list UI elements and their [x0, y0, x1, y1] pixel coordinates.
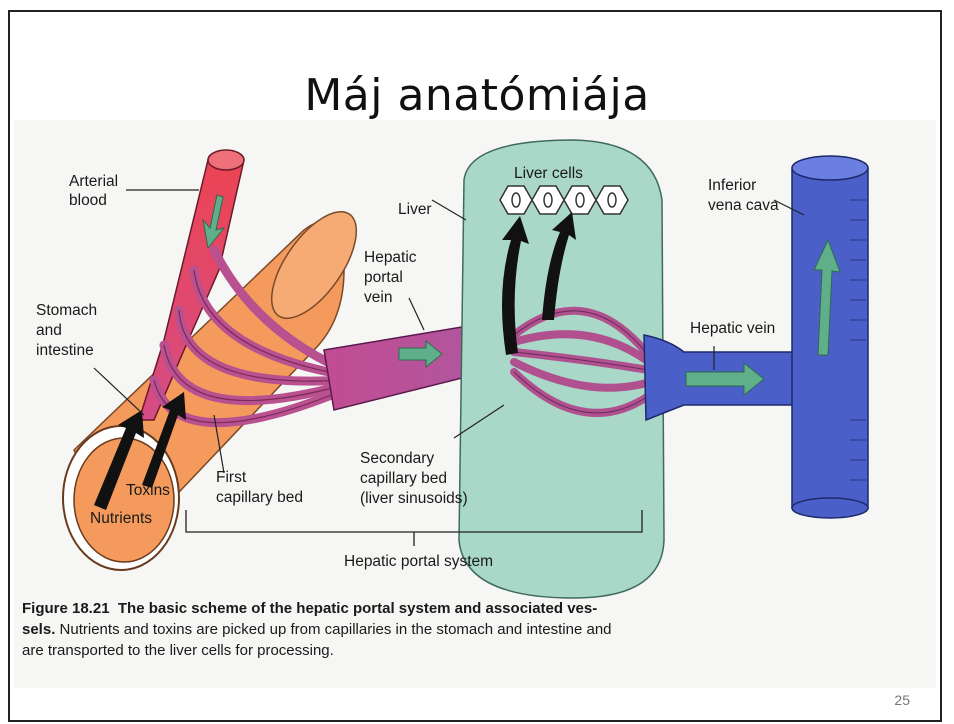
- caption-bold-text: The basic scheme of the hepatic portal s…: [118, 600, 597, 617]
- hepatic-vein: [644, 335, 814, 420]
- slide-title: Máj anatómiája: [0, 70, 954, 121]
- label-arterial-blood-1: Arterial: [69, 173, 118, 190]
- caption-line-2: sels. Nutrients and toxins are picked up…: [22, 619, 622, 640]
- label-hepatic-portal-vein-3: vein: [364, 289, 392, 306]
- label-secondary-capillary-1: Secondary: [360, 450, 434, 467]
- label-hepatic-portal-vein-1: Hepatic: [364, 249, 417, 266]
- label-toxins: Toxins: [126, 482, 170, 499]
- page-number: 25: [894, 692, 910, 708]
- label-secondary-capillary-3: (liver sinusoids): [360, 490, 468, 507]
- caption-line-1: Figure 18.21 The basic scheme of the hep…: [22, 598, 622, 619]
- label-inferior-vena-cava-2: vena cava: [708, 197, 779, 214]
- label-secondary-capillary-2: capillary bed: [360, 470, 447, 487]
- label-liver: Liver: [398, 201, 432, 218]
- label-liver-cells: Liver cells: [514, 165, 583, 182]
- figure-caption: Figure 18.21 The basic scheme of the hep…: [22, 598, 622, 661]
- label-stomach: Stomach: [36, 302, 97, 319]
- label-arterial-blood-2: blood: [69, 192, 107, 209]
- inferior-vena-cava: [792, 156, 868, 518]
- label-inferior-vena-cava-1: Inferior: [708, 177, 756, 194]
- label-first-capillary-2: capillary bed: [216, 489, 303, 506]
- caption-line-3: are transported to the liver cells for p…: [22, 640, 622, 661]
- caption-bold-text-2: sels.: [22, 621, 55, 638]
- caption-figure-number: Figure 18.21: [22, 600, 110, 617]
- label-and: and: [36, 322, 62, 339]
- label-intestine: intestine: [36, 342, 94, 359]
- caption-body-2: are transported to the liver cells for p…: [22, 642, 334, 659]
- label-hepatic-vein: Hepatic vein: [690, 320, 775, 337]
- label-hepatic-portal-system: Hepatic portal system: [344, 553, 493, 570]
- label-hepatic-portal-vein-2: portal: [364, 269, 403, 286]
- caption-body-1: Nutrients and toxins are picked up from …: [55, 621, 611, 638]
- label-first-capillary-1: First: [216, 469, 247, 486]
- label-nutrients: Nutrients: [90, 510, 152, 527]
